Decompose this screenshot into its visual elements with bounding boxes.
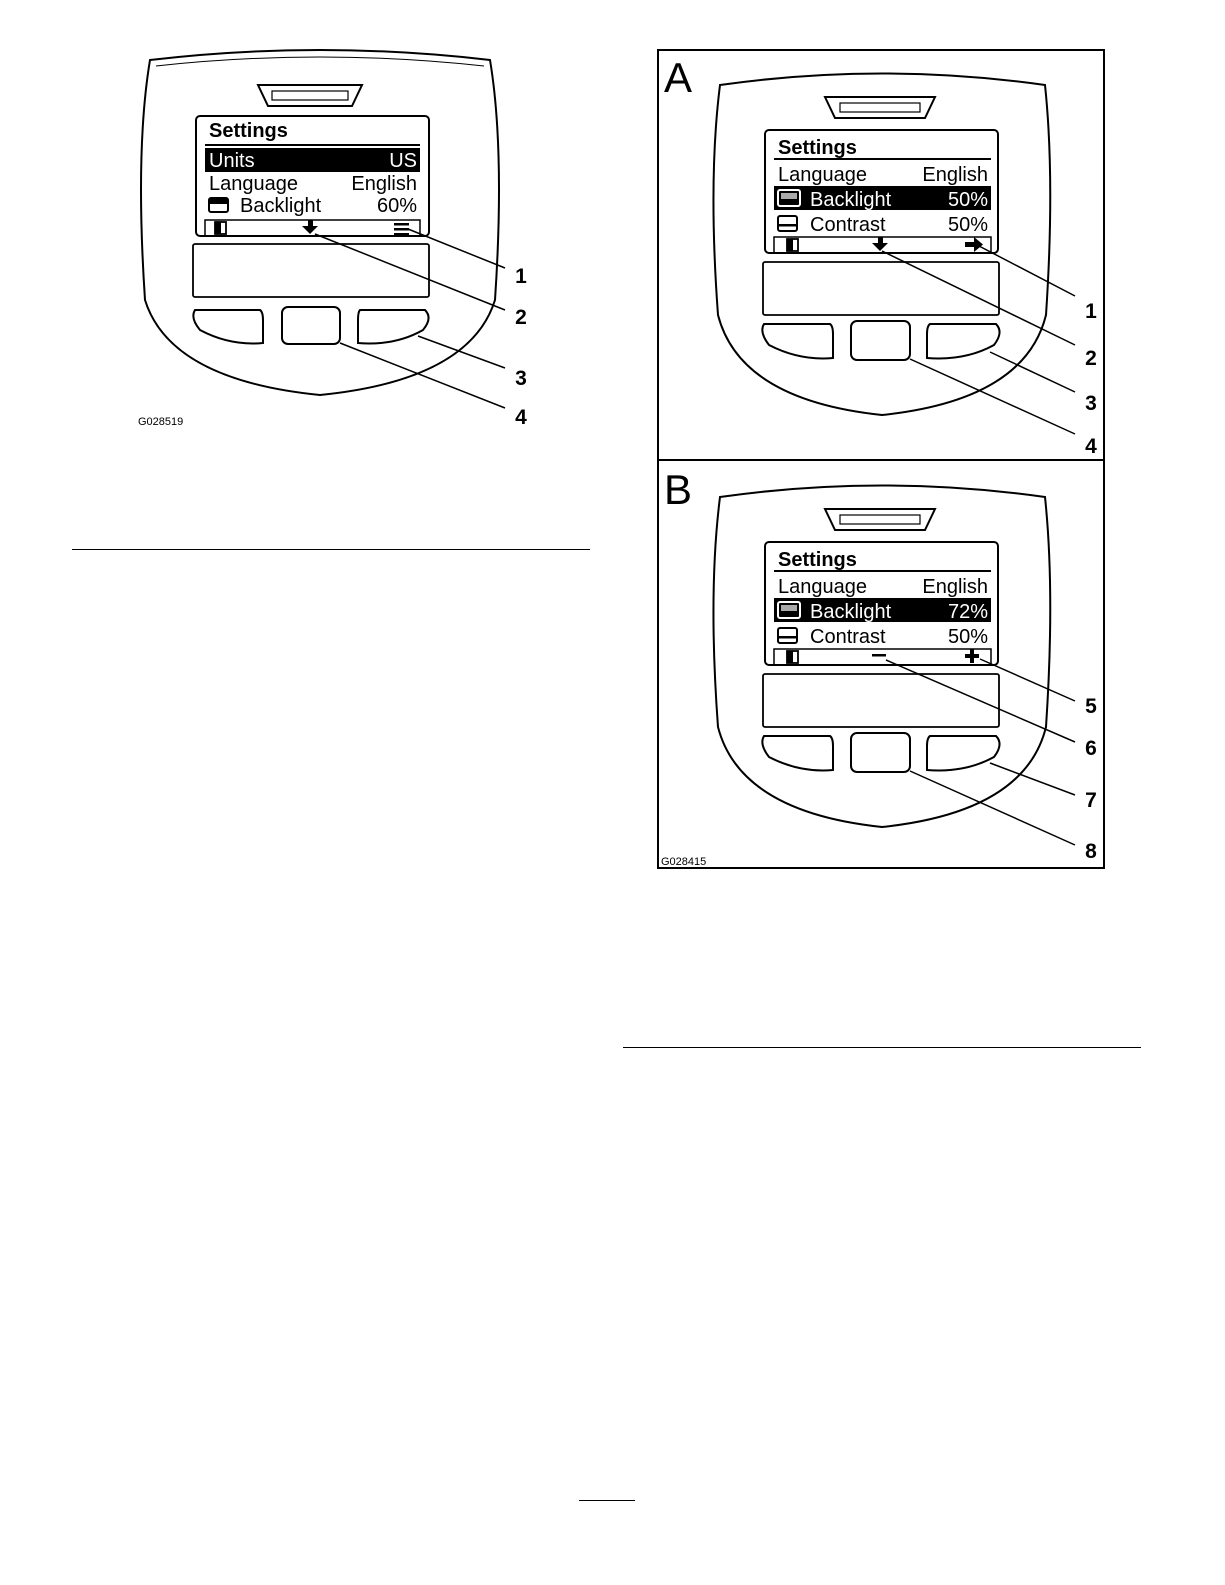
center-button[interactable] bbox=[851, 733, 910, 772]
row-value-backlight: 60% bbox=[377, 195, 417, 217]
row-value-language: English bbox=[922, 164, 988, 186]
minus-icon bbox=[872, 654, 886, 657]
row-value-contrast: 50% bbox=[948, 626, 988, 648]
right-button[interactable] bbox=[927, 736, 1000, 770]
row-label-language: Language bbox=[209, 173, 298, 195]
row-label-language: Language bbox=[778, 164, 867, 186]
divider-right bbox=[623, 1047, 1141, 1048]
callout-3: 3 bbox=[515, 367, 527, 390]
indicator-light bbox=[258, 85, 362, 106]
screen-title: Settings bbox=[209, 120, 288, 142]
screen-title: Settings bbox=[778, 549, 857, 571]
callout-7: 7 bbox=[1085, 789, 1097, 812]
menu-icon bbox=[394, 223, 409, 236]
figure-id-label: G028519 bbox=[138, 416, 183, 428]
left-button[interactable] bbox=[762, 736, 833, 770]
row-value-language: English bbox=[922, 576, 988, 598]
panel-letter-a: A bbox=[664, 54, 692, 101]
row-value-backlight: 50% bbox=[948, 189, 988, 211]
row-label-language: Language bbox=[778, 576, 867, 598]
right-button[interactable] bbox=[927, 324, 1000, 358]
row-value-contrast: 50% bbox=[948, 214, 988, 236]
row-value-language: English bbox=[351, 173, 417, 195]
callout-2: 2 bbox=[1085, 347, 1097, 370]
callout-1: 1 bbox=[1085, 300, 1097, 323]
callout-2: 2 bbox=[515, 306, 527, 329]
left-button[interactable] bbox=[193, 310, 263, 343]
panel-b: B Settings Language English Backlight 72… bbox=[664, 466, 1097, 863]
row-value-backlight: 72% bbox=[948, 601, 988, 623]
right-figure: A Settings Language English Backlight 50… bbox=[650, 40, 1120, 875]
callout-8: 8 bbox=[1085, 840, 1097, 863]
lower-display-window bbox=[193, 244, 429, 297]
left-button[interactable] bbox=[762, 324, 833, 358]
callout-1: 1 bbox=[515, 265, 527, 288]
callout-4: 4 bbox=[1085, 435, 1097, 458]
callout-4: 4 bbox=[515, 406, 527, 429]
callout-3: 3 bbox=[1085, 392, 1097, 415]
panel-a: A Settings Language English Backlight 50… bbox=[664, 54, 1097, 458]
divider-left bbox=[72, 549, 590, 550]
left-figure: Settings Units US Language English Backl… bbox=[0, 0, 620, 440]
callout-5: 5 bbox=[1085, 695, 1097, 718]
row-label-contrast: Contrast bbox=[810, 626, 886, 648]
row-label-contrast: Contrast bbox=[810, 214, 886, 236]
right-button[interactable] bbox=[358, 310, 429, 343]
figure-id-label: G028415 bbox=[661, 856, 706, 868]
panel-letter-b: B bbox=[664, 466, 692, 513]
row-label-backlight: Backlight bbox=[240, 195, 322, 217]
center-button[interactable] bbox=[851, 321, 910, 360]
center-button[interactable] bbox=[282, 307, 340, 344]
row-label-units: Units bbox=[209, 150, 255, 172]
row-label-backlight: Backlight bbox=[810, 189, 892, 211]
screen-title: Settings bbox=[778, 137, 857, 159]
row-value-units: US bbox=[389, 150, 417, 172]
callout-6: 6 bbox=[1085, 737, 1097, 760]
row-label-backlight: Backlight bbox=[810, 601, 892, 623]
footer-rule bbox=[579, 1500, 635, 1501]
